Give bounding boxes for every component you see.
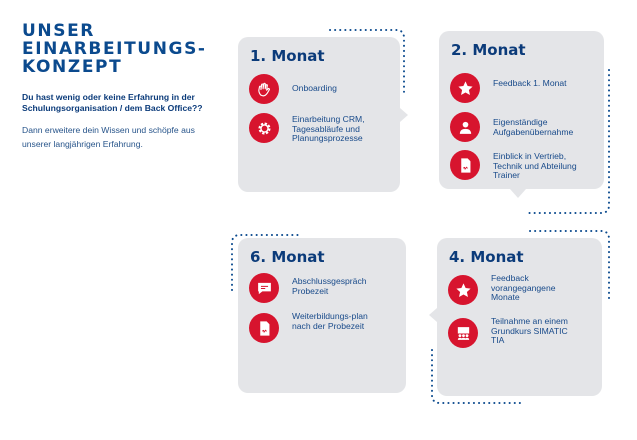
speech-bubble-icon: [249, 273, 279, 303]
list-item: Einarbeitung CRM, Tagesabläufe und Planu…: [249, 113, 392, 144]
title-line-2: EINARBEITUNGS-: [22, 39, 207, 59]
card-title: 4. Monat: [449, 248, 524, 266]
list-item: Feedback vorangegangene Monate: [448, 273, 571, 305]
item-label: Abschlussgespräch Probezeit: [292, 276, 367, 296]
document-icon: [450, 150, 480, 180]
list-item: Onboarding: [249, 74, 392, 104]
card-month-4: 4. Monat Feedback vorangegangene Monate …: [437, 238, 602, 396]
intro-body: Dann erweitere dein Wissen und schöpfe a…: [22, 125, 195, 149]
item-label: Eigenständige Aufgabenübernahme: [493, 117, 574, 137]
card-title: 2. Monat: [451, 41, 526, 59]
classroom-icon: [448, 318, 478, 348]
hand-wave-icon: [249, 74, 279, 104]
document-icon: [249, 313, 279, 343]
star-icon: [448, 275, 478, 305]
card-title: 1. Monat: [250, 47, 325, 65]
intro-lead: Du hast wenig oder keine Erfahrung in de…: [22, 92, 203, 113]
card-pointer: [429, 308, 437, 322]
list-item: Abschlussgespräch Probezeit: [249, 273, 392, 303]
list-item: Feedback 1. Monat: [450, 73, 593, 103]
item-label: Feedback vorangegangene Monate: [491, 273, 556, 303]
card-month-6: 6. Monat Abschlussgespräch Probezeit Wei…: [238, 238, 406, 393]
intro: UNSER EINARBEITUNGS- KONZEPT Du hast wen…: [22, 22, 212, 151]
item-label: Onboarding: [292, 83, 337, 93]
gear-icon: [249, 113, 279, 143]
star-icon: [450, 73, 480, 103]
card-month-2: 2. Monat Feedback 1. Monat Eigenständige…: [439, 31, 604, 189]
title-line-3: KONZEPT: [22, 57, 123, 77]
person-icon: [450, 112, 480, 142]
item-label: Feedback 1. Monat: [493, 78, 567, 88]
page-title: UNSER EINARBEITUNGS- KONZEPT: [22, 22, 212, 76]
item-label: Weiterbildungs-plan nach der Probezeit: [292, 311, 368, 331]
list-item: Teilnahme an einem Grundkurs SIMATIC TIA: [448, 316, 571, 348]
item-label: Einarbeitung CRM, Tagesabläufe und Planu…: [292, 114, 365, 144]
item-label: Teilnahme an einem Grundkurs SIMATIC TIA: [491, 316, 568, 346]
list-item: Einblick in Vertrieb, Technik und Abteil…: [450, 150, 593, 181]
list-item: Weiterbildungs-plan nach der Probezeit: [249, 311, 376, 343]
title-line-1: UNSER: [22, 21, 95, 41]
card-pointer: [510, 189, 526, 198]
list-item: Eigenständige Aufgabenübernahme: [450, 112, 593, 142]
card-title: 6. Monat: [250, 248, 325, 266]
card-month-1: 1. Monat Onboarding Einarbeitung CRM, Ta…: [238, 37, 400, 192]
item-label: Einblick in Vertrieb, Technik und Abteil…: [493, 151, 577, 181]
card-pointer: [400, 108, 408, 122]
